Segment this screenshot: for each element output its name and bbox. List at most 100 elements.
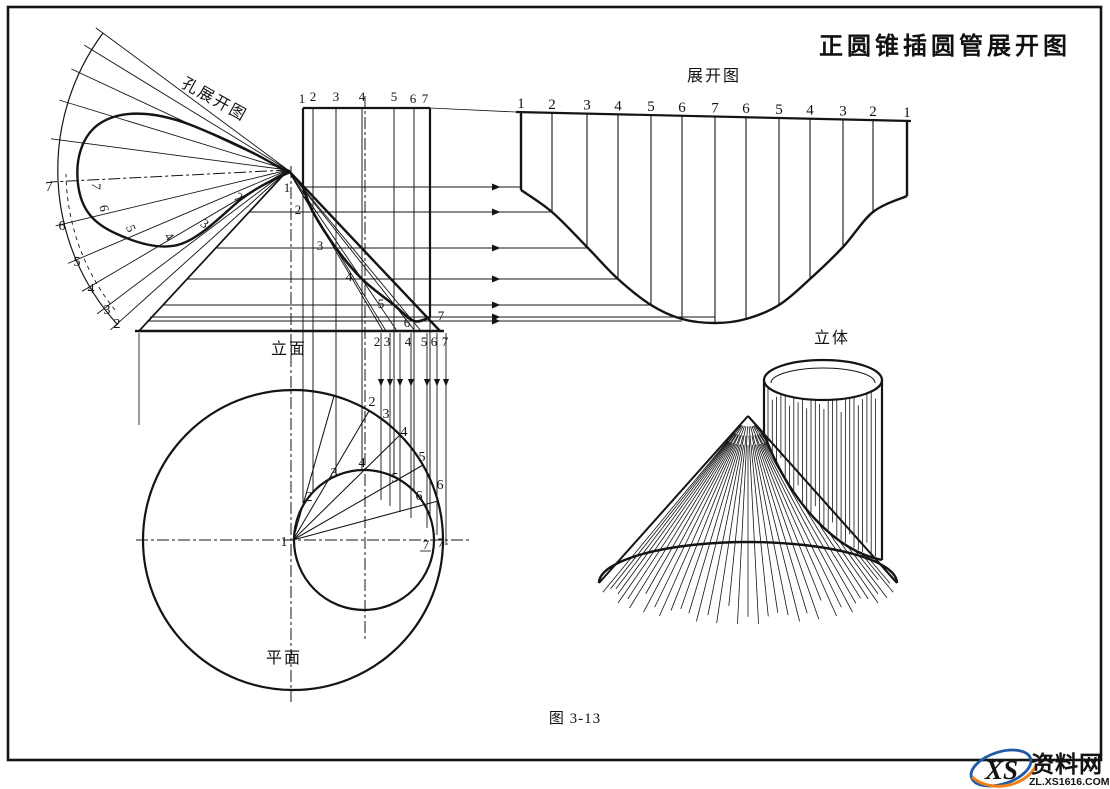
- intersection-curve-3d: [762, 433, 883, 562]
- pipe-top-number: 4: [359, 89, 366, 104]
- hole-development-label: 孔展开图: [179, 74, 251, 125]
- cone3d-hatch-line: [610, 440, 729, 590]
- cone3d-hatch-line: [627, 433, 737, 600]
- cone3d-hatch-line: [645, 442, 733, 594]
- development-curve: [520, 189, 908, 325]
- development-number: 2: [869, 104, 877, 120]
- fan-arc-number: 3: [104, 303, 111, 318]
- plan-construction-lines: [292, 333, 450, 543]
- plan-radial-line: [292, 500, 439, 541]
- cone3d-hatch-line: [751, 444, 779, 613]
- development-element-lines: [519, 112, 909, 323]
- below-base-number: 5: [421, 334, 428, 349]
- hole-development-axis: [49, 169, 289, 183]
- cone3d-hatch-line: [752, 425, 853, 613]
- cone3d-hatch-line: [654, 425, 744, 608]
- development-number: 3: [839, 103, 847, 119]
- plan-view-label: 平面: [266, 650, 302, 667]
- plan-center-number: 1: [281, 535, 288, 550]
- cone3d-hatch-line: [751, 435, 789, 616]
- fan-arc-number: 7: [46, 180, 53, 195]
- pipe-top-number: 2: [310, 89, 317, 104]
- cone3d-hatch-line: [728, 435, 747, 606]
- cylinder3d-hatching: [767, 387, 876, 557]
- plan-radial-line: [292, 434, 401, 541]
- watermark-site-name: 资料网: [1031, 752, 1103, 777]
- cone3d-hatch-line: [617, 424, 742, 595]
- development-number: 6: [742, 101, 750, 117]
- plan-inner-number: 3: [331, 466, 338, 481]
- pipe-top-number: 3: [333, 89, 340, 104]
- plan-radial-line: [292, 395, 335, 541]
- projection-link-line: [429, 107, 517, 113]
- pipe-top-number: 6: [410, 91, 417, 106]
- development-top-edge: [515, 110, 912, 123]
- below-base-number: 6: [431, 334, 438, 349]
- centerlines: [49, 96, 472, 702]
- cone3d-hatch-line: [670, 435, 741, 611]
- page-title: 正圆锥插圆管展开图: [819, 32, 1071, 60]
- development-number: 2: [548, 97, 556, 113]
- cone3d-hatch-line: [707, 426, 747, 616]
- plan-inner-number: 6: [416, 489, 423, 504]
- cone3d-hatch-line: [688, 444, 740, 614]
- intersection-point-number: 6: [404, 315, 411, 330]
- cone3d-hatch-line: [751, 425, 822, 601]
- cone3d-hatch-line: [754, 435, 820, 620]
- development-number: 1: [903, 105, 911, 121]
- cone3d-hatch-line: [643, 434, 739, 613]
- fan-arc-number: 4: [88, 282, 95, 297]
- below-base-number: 7: [442, 334, 449, 349]
- cone3d-left-slant: [598, 415, 749, 584]
- pipe-top-number: 5: [391, 89, 398, 104]
- fan-radial-line: [59, 99, 289, 171]
- development-number: 4: [614, 98, 622, 114]
- cone-generator-line: [287, 169, 422, 332]
- cone3d-right-slant-overlay: [747, 415, 898, 584]
- plan-outer-number: 3: [383, 407, 390, 422]
- cone3d-hatch-line: [680, 426, 745, 610]
- fan-outer-arc: [57, 32, 118, 325]
- pictorial-view: [597, 358, 899, 624]
- page-border: [6, 5, 1103, 762]
- pipe-top-number: 1: [299, 91, 306, 106]
- hole-rotated-number: 5: [123, 222, 139, 234]
- cone3d-hatch-line: [617, 441, 731, 604]
- plan-outer-number: 5: [419, 450, 426, 465]
- cone3d-hatch-line: [659, 443, 736, 617]
- cone3d-hatch-line: [629, 425, 743, 609]
- fan-radial-line: [96, 169, 289, 315]
- intersection-point-number: 3: [317, 238, 324, 253]
- cone-generator-line: [287, 169, 416, 332]
- fan-radial-line: [50, 138, 289, 171]
- watermark-logo-text: XS: [984, 755, 1018, 785]
- front-construction-lines: [147, 108, 431, 517]
- cone3d-hatch-line: [760, 443, 837, 617]
- plan-radial-line: [292, 410, 370, 541]
- hole-rotated-number: 7: [89, 183, 105, 191]
- fan-radial-line: [67, 169, 289, 264]
- cone3d-hatch-line: [748, 435, 759, 624]
- figure-caption: 图 3-13: [549, 710, 601, 727]
- below-base-number: 4: [405, 334, 412, 349]
- fan-arc-number: 6: [59, 219, 66, 234]
- cone-generator-line: [287, 169, 387, 332]
- fan-inner-dashed-arc: [65, 173, 116, 311]
- cone-base-circle: [141, 388, 445, 692]
- intersection-point-number: 5: [378, 296, 385, 311]
- fan-radial-line: [83, 44, 289, 171]
- cone-right-slant: [287, 169, 441, 332]
- development-number: 5: [647, 99, 655, 115]
- pipe-top-number: 7: [422, 91, 429, 106]
- cone3d-hatch-line: [756, 434, 842, 608]
- plan-outer-number: 4: [401, 425, 408, 440]
- cone3d-hatching: [602, 424, 894, 624]
- cone3d-hatch-line: [750, 426, 800, 622]
